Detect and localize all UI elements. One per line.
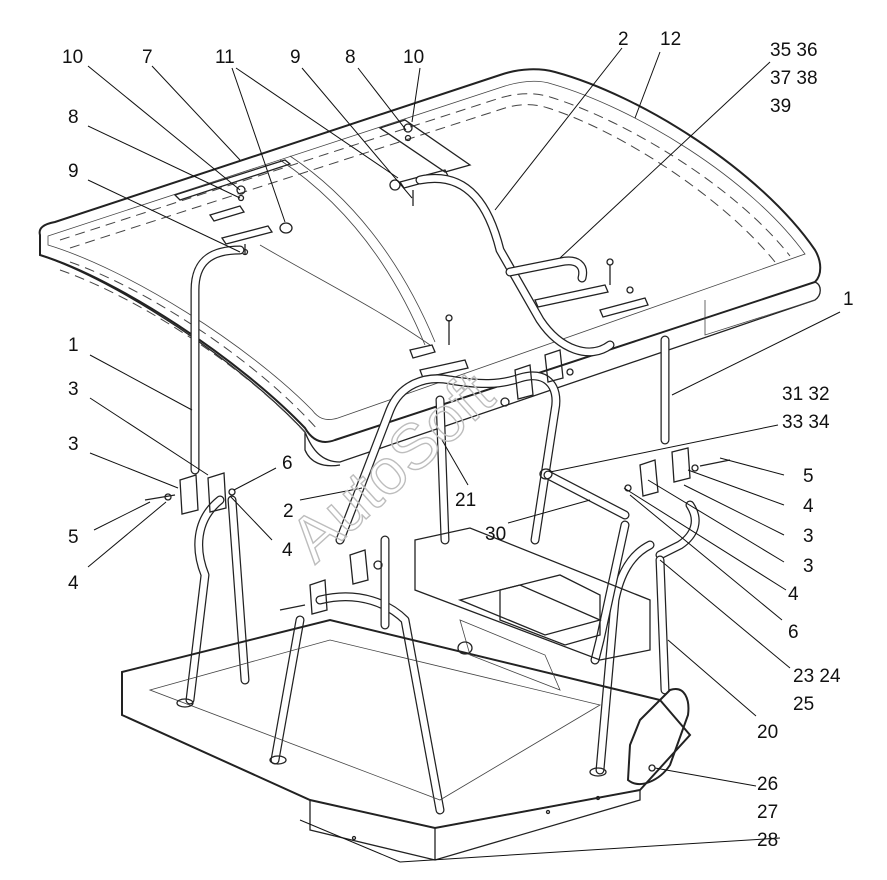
callout-5: 5 [803, 466, 814, 487]
callout-30: 30 [485, 524, 506, 545]
callout-35-36: 35 36 [770, 40, 818, 61]
callout-20: 20 [757, 722, 778, 743]
callout-3: 3 [803, 526, 814, 547]
hinge-clamps [144, 349, 731, 615]
callout-3: 3 [68, 434, 79, 455]
callout-2: 2 [618, 29, 629, 50]
callout-9: 9 [68, 161, 79, 182]
callout-4: 4 [282, 540, 293, 561]
callout-1: 1 [68, 335, 79, 356]
callout-6: 6 [788, 622, 799, 643]
callout-3: 3 [803, 556, 814, 577]
callout-8: 8 [345, 47, 356, 68]
callout-9: 9 [290, 47, 301, 68]
callout-6: 6 [282, 453, 293, 474]
cab-floor-base [121, 527, 692, 861]
callout-1: 1 [843, 289, 854, 310]
callout-2: 2 [283, 501, 294, 522]
callout-23-24: 23 24 [793, 666, 841, 687]
callout-4: 4 [788, 584, 799, 605]
callout-7: 7 [142, 47, 153, 68]
callout-10: 10 [403, 47, 424, 68]
leader-lines [87, 47, 841, 863]
callout-33-34: 33 34 [782, 412, 830, 433]
callout-labels: 10 7 11 9 8 10 2 12 35 36 37 38 39 8 9 1… [62, 29, 854, 851]
callout-39: 39 [770, 96, 791, 117]
watermark: AutoSoft [276, 357, 507, 575]
callout-10: 10 [62, 47, 83, 68]
callout-12: 12 [660, 29, 681, 50]
canopy-roof [38, 68, 822, 467]
callout-4: 4 [803, 496, 814, 517]
roof-brackets [173, 119, 649, 379]
callout-11: 11 [215, 47, 235, 68]
callout-31-32: 31 32 [782, 384, 830, 405]
callout-25: 25 [793, 694, 814, 715]
callout-37-38: 37 38 [770, 68, 818, 89]
callout-26: 26 [757, 774, 778, 795]
callout-28: 28 [757, 830, 778, 851]
callout-3: 3 [68, 379, 79, 400]
callout-21: 21 [455, 490, 476, 511]
callout-5: 5 [68, 527, 79, 548]
callout-4: 4 [68, 573, 79, 594]
callout-8: 8 [68, 107, 79, 128]
canopy-frame-tubes [185, 174, 700, 815]
callout-27: 27 [757, 802, 778, 823]
